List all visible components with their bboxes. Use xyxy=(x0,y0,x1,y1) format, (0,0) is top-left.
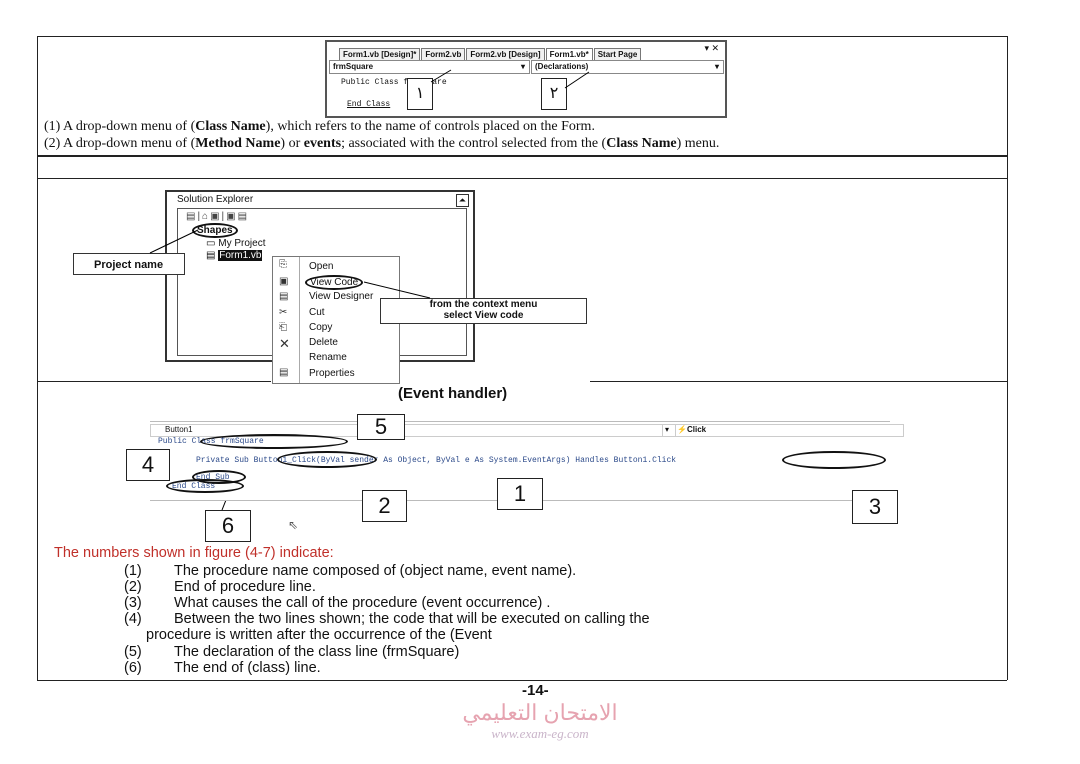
number-label-2: 2 xyxy=(362,490,407,522)
list-item: (3)What causes the call of the procedure… xyxy=(124,595,551,611)
frame-left xyxy=(37,36,38,680)
highlight-oval xyxy=(200,434,348,449)
menu-item-open[interactable]: Open xyxy=(309,261,334,272)
list-item: (5)The declaration of the class line (fr… xyxy=(124,644,460,660)
context-menu: ⎘ Open ▣ View Code ▤ View Designer ✂ Cut ⎗ Co… xyxy=(272,256,400,384)
frame-right xyxy=(1007,36,1008,680)
code-line: Private Sub Button1_Click(ByVal sender A… xyxy=(196,456,677,465)
code-line: Public Class frmSquare xyxy=(341,78,447,87)
explanation-heading: The numbers shown in figure (4-7) indica… xyxy=(54,545,334,561)
delete-icon: ✕ xyxy=(279,336,290,351)
tree-item-selected[interactable]: ▤ Form1.vb xyxy=(206,250,263,261)
menu-item-delete[interactable]: Delete xyxy=(309,337,338,348)
arrows xyxy=(430,69,590,89)
method-name-dropdown[interactable]: (Declarations)▾ xyxy=(531,60,724,74)
callout-text: select View code xyxy=(443,310,524,321)
list-item: (6)The end of (class) line. xyxy=(124,660,321,676)
divider xyxy=(37,381,271,382)
divider xyxy=(590,381,1007,382)
properties-icon: ▤ xyxy=(279,367,289,378)
tab[interactable]: Form2.vb xyxy=(421,48,466,60)
tab-active[interactable]: Form1.vb* xyxy=(545,48,593,60)
frame-bottom xyxy=(37,680,1007,681)
toolbar-icons[interactable]: ▤|⌂▣|▣▤ xyxy=(186,211,250,222)
mouse-cursor-icon: ⇖ xyxy=(288,518,299,532)
project-name-label: Project name xyxy=(73,253,185,275)
event-dropdown[interactable]: ⚡Click xyxy=(662,424,904,437)
list-item-continued: procedure is written after the occurrenc… xyxy=(146,627,492,643)
watermark-arabic: الامتحان التعليمي xyxy=(462,700,618,725)
label-box-1: ١ xyxy=(407,78,433,110)
panel-title: Solution Explorer xyxy=(177,194,254,205)
view-code-icon: ▣ xyxy=(279,276,289,287)
tab[interactable]: Form2.vb [Design] xyxy=(466,48,545,60)
frame-top xyxy=(37,36,1007,37)
tree-item[interactable]: ▭ My Project xyxy=(206,238,266,249)
highlight-oval xyxy=(277,451,377,468)
menu-item-view-designer[interactable]: View Designer xyxy=(309,291,374,302)
section-title: (Event handler) xyxy=(398,385,508,402)
menu-item-rename[interactable]: Rename xyxy=(309,352,347,363)
number-label-6: 6 xyxy=(205,510,251,542)
list-item: (1)The procedure name composed of (objec… xyxy=(124,563,577,579)
cut-icon: ✂ xyxy=(279,307,288,318)
note-2: (2) A drop-down menu of (Method Name) or… xyxy=(44,136,720,151)
object-dropdown[interactable]: Button1▾ xyxy=(150,424,676,437)
number-label-4: 4 xyxy=(126,449,170,481)
copy-icon: ⎗ xyxy=(279,322,287,333)
watermark-url: www.exam-eg.com xyxy=(491,726,589,741)
number-label-3: 3 xyxy=(852,490,898,524)
list-item: (2)End of procedure line. xyxy=(124,579,316,595)
highlight-oval xyxy=(782,451,886,469)
highlight-oval xyxy=(166,479,244,493)
close-icon[interactable]: ▾ ✕ xyxy=(704,43,719,53)
code-line: End Class xyxy=(347,100,391,109)
open-icon: ⎘ xyxy=(279,259,287,270)
divider xyxy=(37,155,1007,157)
list-item: (4)Between the two lines shown; the code… xyxy=(124,611,650,627)
callout-text: from the context menu xyxy=(429,299,538,310)
tree-item-project[interactable]: Shapes xyxy=(192,223,238,238)
tab[interactable]: Form1.vb [Design]* xyxy=(339,48,421,60)
number-label-1: 1 xyxy=(497,478,543,510)
menu-item-properties[interactable]: Properties xyxy=(309,368,355,379)
pin-icon[interactable]: ⏶ xyxy=(455,194,469,207)
class-name-dropdown[interactable]: frmSquare▾ xyxy=(329,60,530,74)
designer-icon: ▤ xyxy=(279,291,289,302)
watermark-logo: الامتحان التعليمي www.exam-eg.com xyxy=(440,700,640,742)
note-1: (1) A drop-down menu of (Class Name), wh… xyxy=(44,119,595,134)
tab[interactable]: Start Page xyxy=(593,48,642,60)
page-number: -14- xyxy=(522,682,549,699)
divider xyxy=(37,178,1007,179)
number-label-5: 5 xyxy=(357,414,405,440)
menu-item-cut[interactable]: Cut xyxy=(309,307,325,318)
menu-item-copy[interactable]: Copy xyxy=(309,322,333,333)
label-box-2: ٢ xyxy=(541,78,567,110)
menu-item-view-code[interactable]: View Code xyxy=(305,275,364,290)
